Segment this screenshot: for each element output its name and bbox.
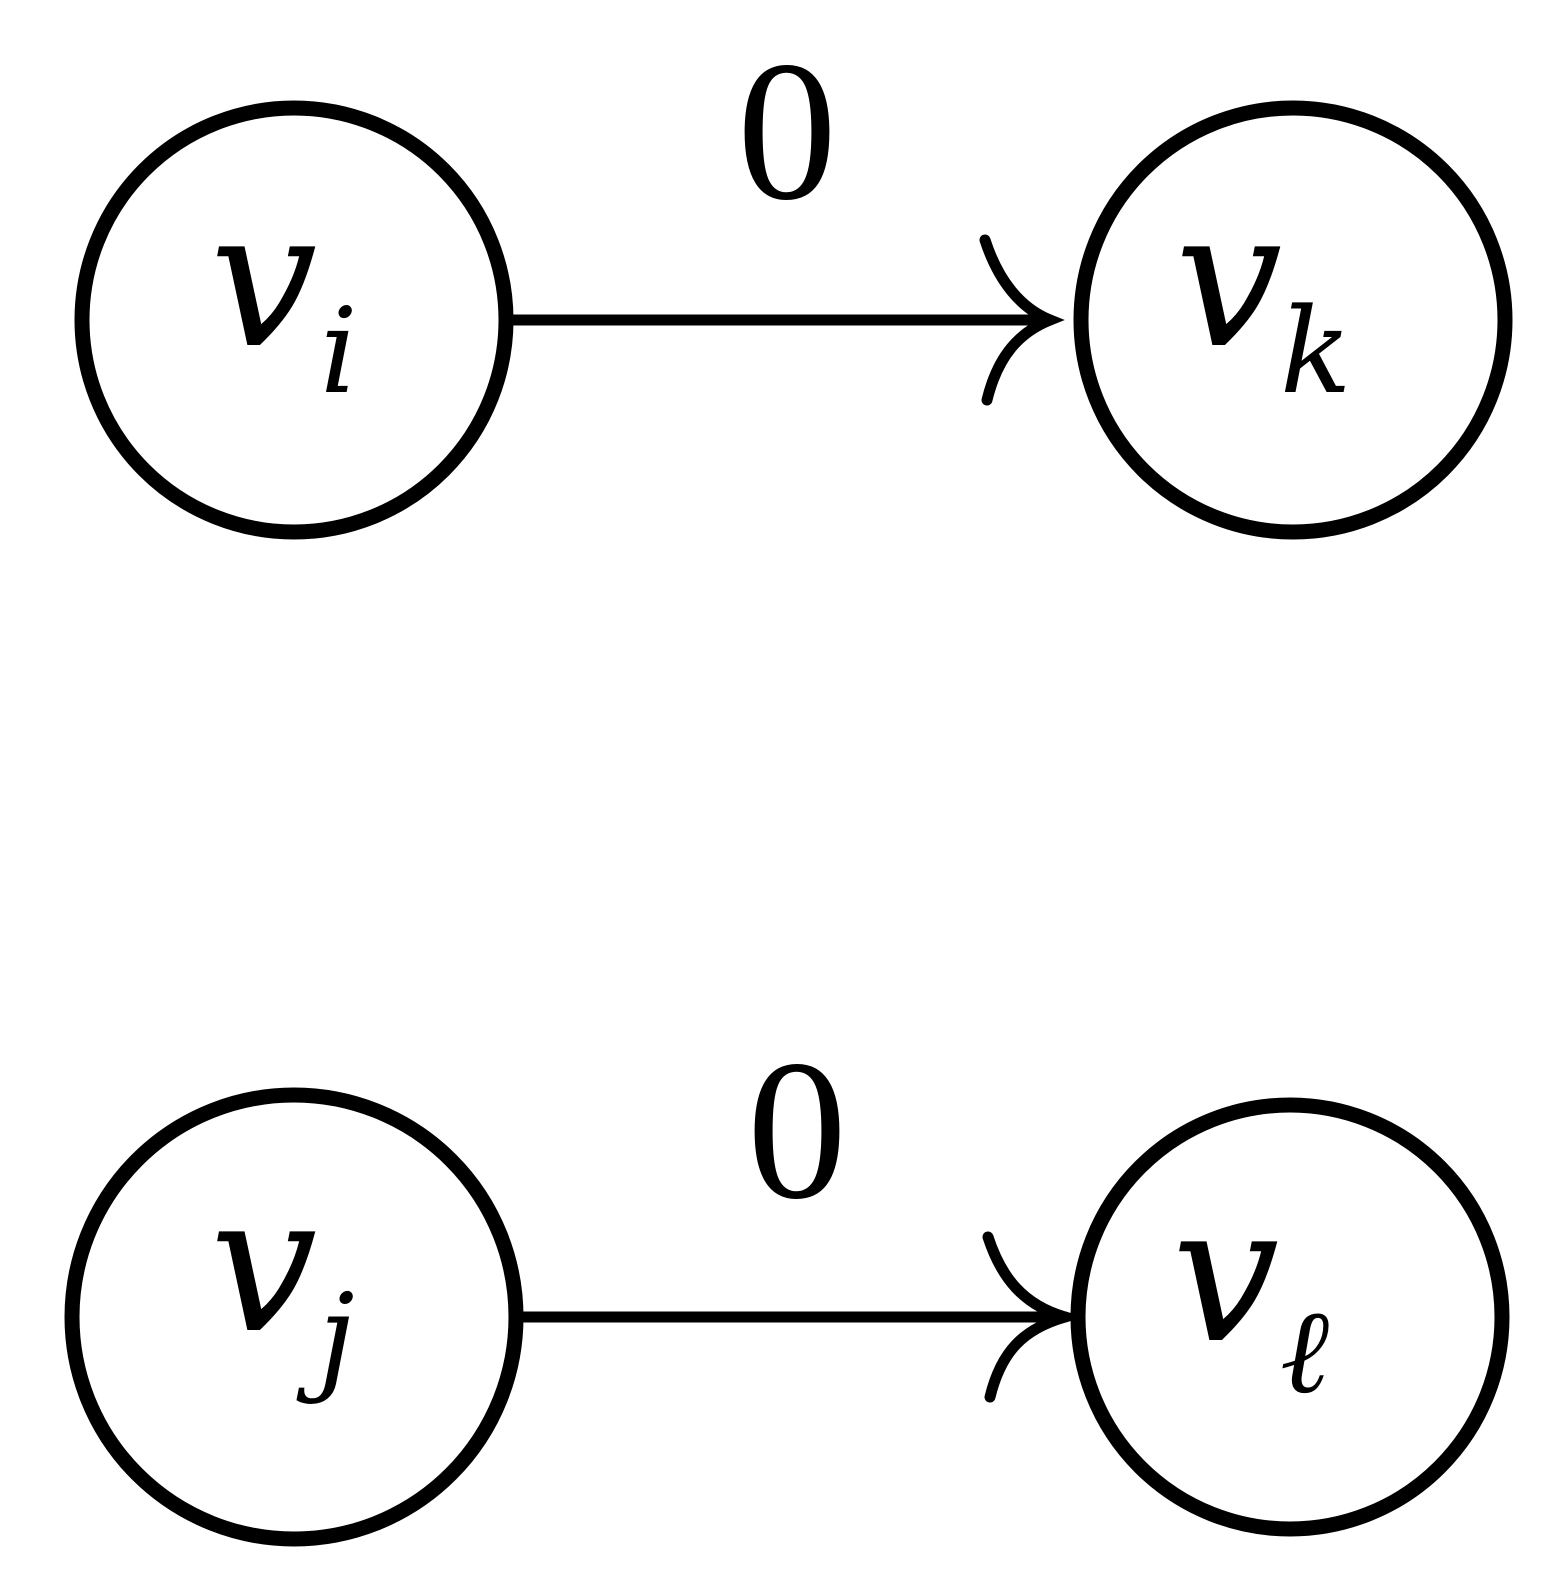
node-vl-circle	[1070, 1097, 1510, 1537]
node-vj-circle	[64, 1087, 524, 1547]
node-vk-subscript: k	[1280, 282, 1352, 420]
edge-vi-vk-weight: 0	[737, 21, 837, 242]
edge-vj-vl-weight: 0	[747, 1020, 847, 1241]
node-vi-symbol: v	[210, 169, 317, 390]
node-vl-symbol: v	[1172, 1164, 1279, 1385]
node-vk: v k	[1073, 100, 1513, 540]
node-vj-symbol: v	[210, 1154, 317, 1375]
node-vj: v j	[64, 1087, 524, 1547]
node-vi-subscript: i	[320, 282, 358, 420]
node-vi: v i	[74, 100, 514, 540]
node-vk-symbol: v	[1175, 169, 1282, 390]
edge-vj-vl: 0	[517, 1020, 1085, 1403]
node-vl-subscript: ℓ	[1280, 1282, 1329, 1420]
edge-vi-vk: 0	[502, 21, 1065, 406]
node-vl: v ℓ	[1070, 1097, 1510, 1537]
node-vk-circle	[1073, 100, 1513, 540]
node-vi-circle	[74, 100, 514, 540]
edge-vj-vl-arrowhead	[982, 1231, 1085, 1403]
edge-vi-vk-arrowhead	[979, 234, 1065, 406]
